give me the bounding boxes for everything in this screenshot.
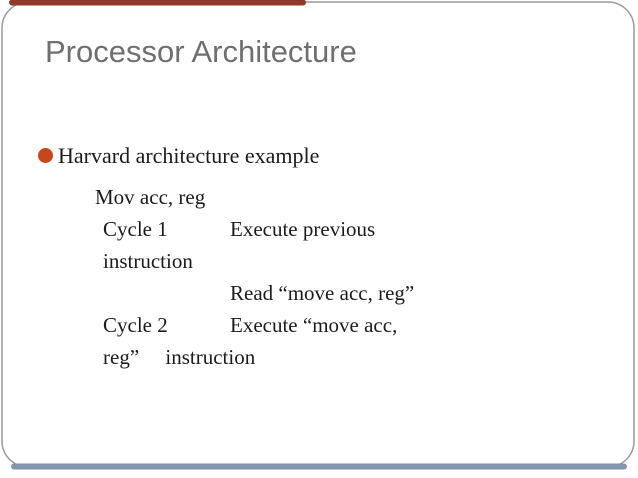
body-line: Cycle 2 Execute “move acc, [38, 309, 598, 341]
cycle-description: Execute “move acc, [230, 313, 398, 337]
cycle-label: instruction [103, 249, 193, 273]
body-line: Read “move acc, reg” [38, 277, 598, 309]
slide-body: Harvard architecture example Mov acc, re… [38, 143, 598, 373]
cycle-description [230, 245, 598, 277]
cycle-label: Cycle 1 [103, 217, 168, 241]
instruction-text: reg” instruction [103, 345, 256, 369]
bullet-item-text: Harvard architecture example [58, 143, 320, 168]
cycle-label: Cycle 2 [103, 313, 168, 337]
body-line: Cycle 1 Execute previous [38, 213, 598, 245]
bullet-item: Harvard architecture example [38, 143, 598, 169]
cycle-description: Execute previous [230, 217, 376, 241]
body-line: instruction [38, 245, 598, 277]
body-line: Mov acc, reg [38, 181, 598, 213]
slide-title: Processor Architecture [45, 34, 357, 69]
body-line: reg” instruction [38, 341, 598, 373]
cycle-label [103, 277, 230, 309]
instruction-text: Mov acc, reg [95, 185, 206, 209]
bullet-icon [38, 148, 53, 163]
body-lines: Mov acc, reg Cycle 1 Execute previous in… [38, 181, 598, 373]
cycle-description: Read “move acc, reg” [230, 281, 415, 305]
